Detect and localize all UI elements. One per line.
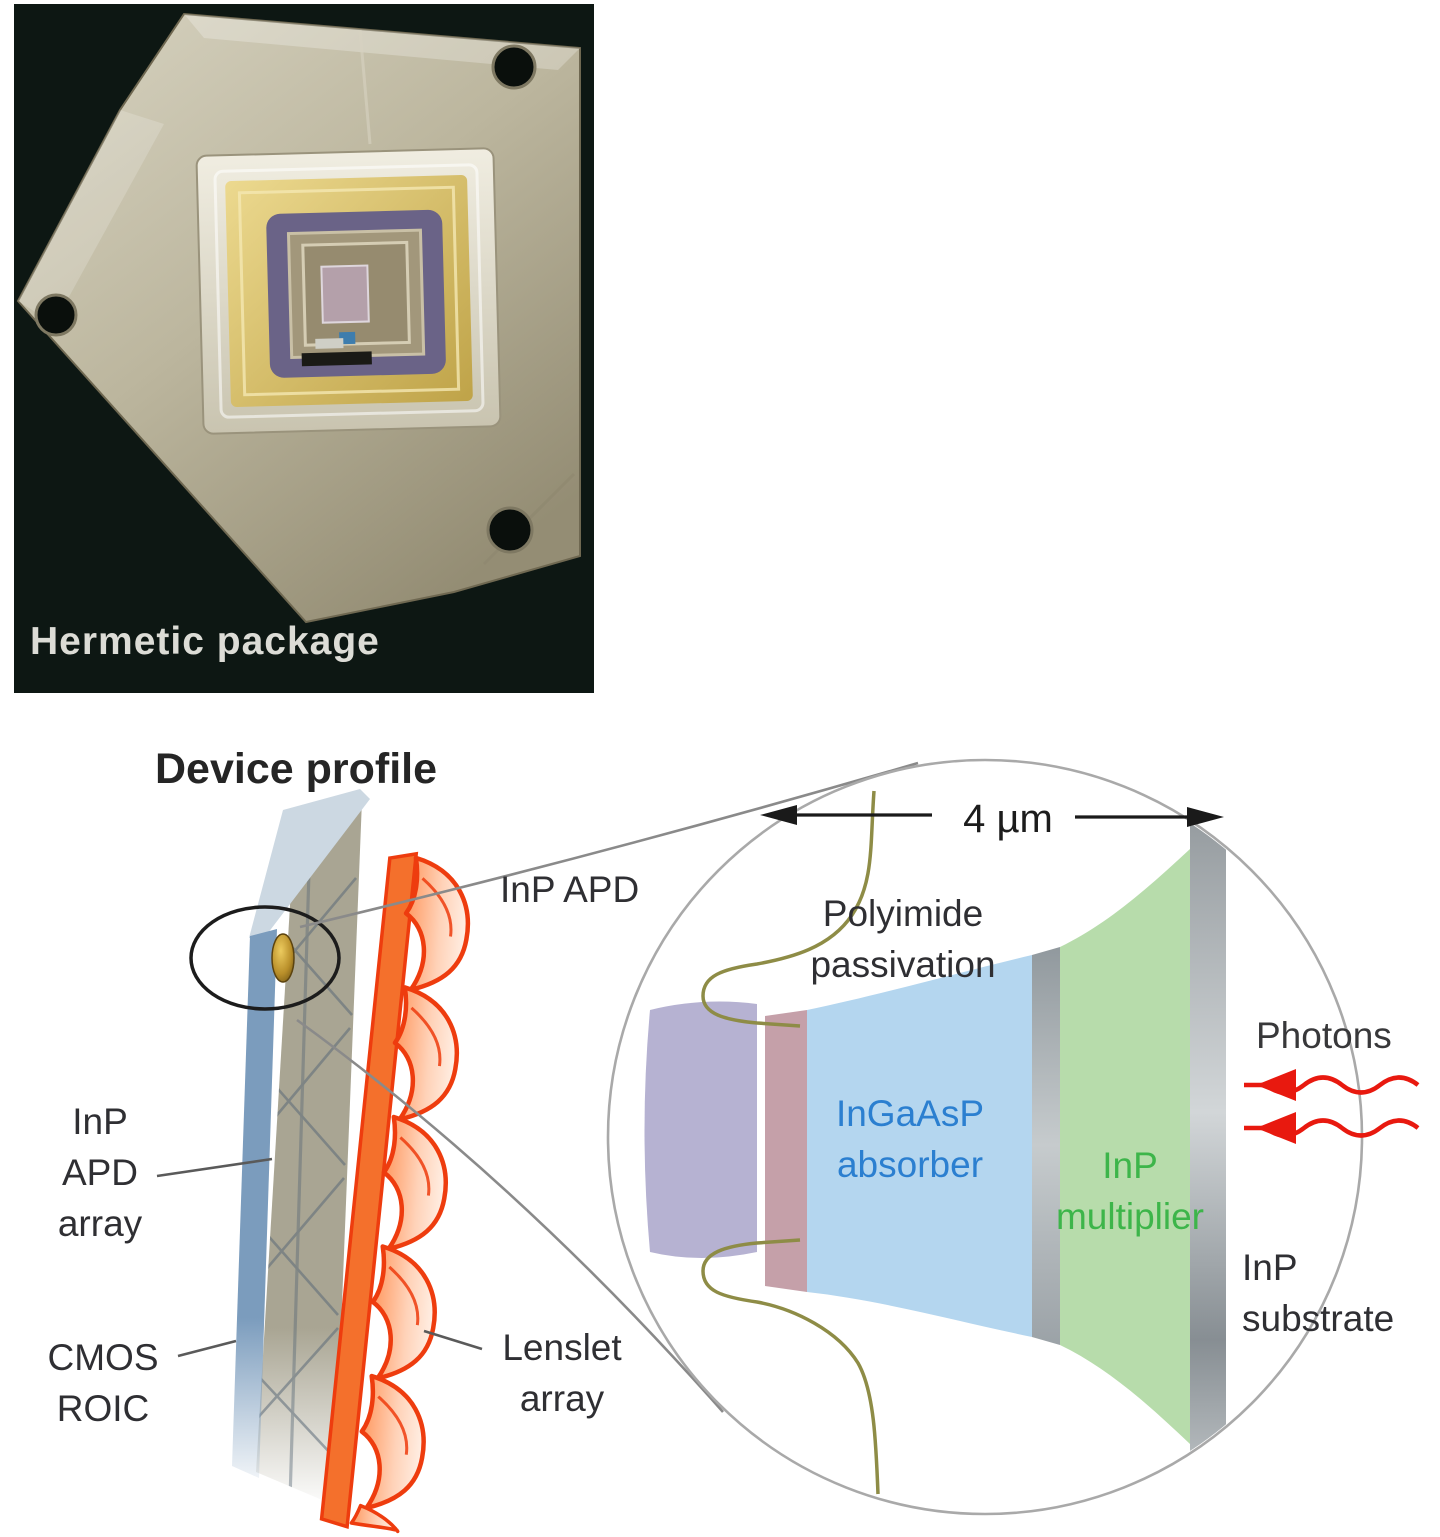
sensor-die [320, 264, 370, 324]
absorber-layer [807, 955, 1032, 1337]
photon-wave-arrows [1244, 1069, 1420, 1144]
label-cmos-roic: CMOS ROIC [47, 1337, 159, 1430]
photo-caption: Hermetic package [30, 620, 380, 663]
package-illustration [14, 4, 594, 693]
label-ingaasp-absorber: InGaAsP absorber [835, 1093, 985, 1186]
cmos-roic-edge [232, 929, 277, 1478]
lenslet-edge-band [319, 851, 419, 1530]
chip-top-bevel [249, 789, 370, 938]
chip-assembly [195, 147, 502, 435]
label-dimension-4um: 4 µm [963, 797, 1053, 841]
hermetic-package-photo: Hermetic package [14, 4, 594, 693]
apd-pixel-dot [271, 933, 295, 983]
passivation-outline [701, 790, 880, 1495]
label-inp-apd: InP APD [500, 869, 640, 910]
lenslet-array-graphic [319, 851, 471, 1534]
magnifier-ellipse [189, 905, 341, 1011]
multiplier-layer [1060, 849, 1190, 1444]
label-lenslet-array: Lenslet array [502, 1327, 622, 1420]
leader-lines [156, 1157, 483, 1358]
flange-facet [18, 110, 164, 324]
flange-highlight [184, 14, 580, 70]
lenslet-scales [349, 855, 471, 1534]
mesa-lavender-layer [644, 1001, 757, 1258]
label-polyimide-passivation: Polyimide passivation [810, 893, 996, 986]
dimension-arrow [760, 805, 1224, 827]
grading-gray-layer [1032, 947, 1060, 1345]
mounting-holes [34, 44, 537, 554]
contact-pink-layer [765, 1010, 807, 1292]
figure-title: Device profile [155, 745, 437, 793]
substrate-gray-layer [1190, 820, 1226, 1470]
label-inp-substrate: InP substrate [1242, 1247, 1395, 1340]
label-inp-apd-array: InP APD array [57, 1101, 143, 1245]
label-inp-multiplier: InP multiplier [1055, 1145, 1205, 1238]
lenslet-inner-arcs [377, 877, 453, 1455]
chip-grid-lines [256, 804, 357, 1501]
label-photons: Photons [1256, 1015, 1392, 1056]
magnification-cone-lines [296, 761, 919, 1413]
